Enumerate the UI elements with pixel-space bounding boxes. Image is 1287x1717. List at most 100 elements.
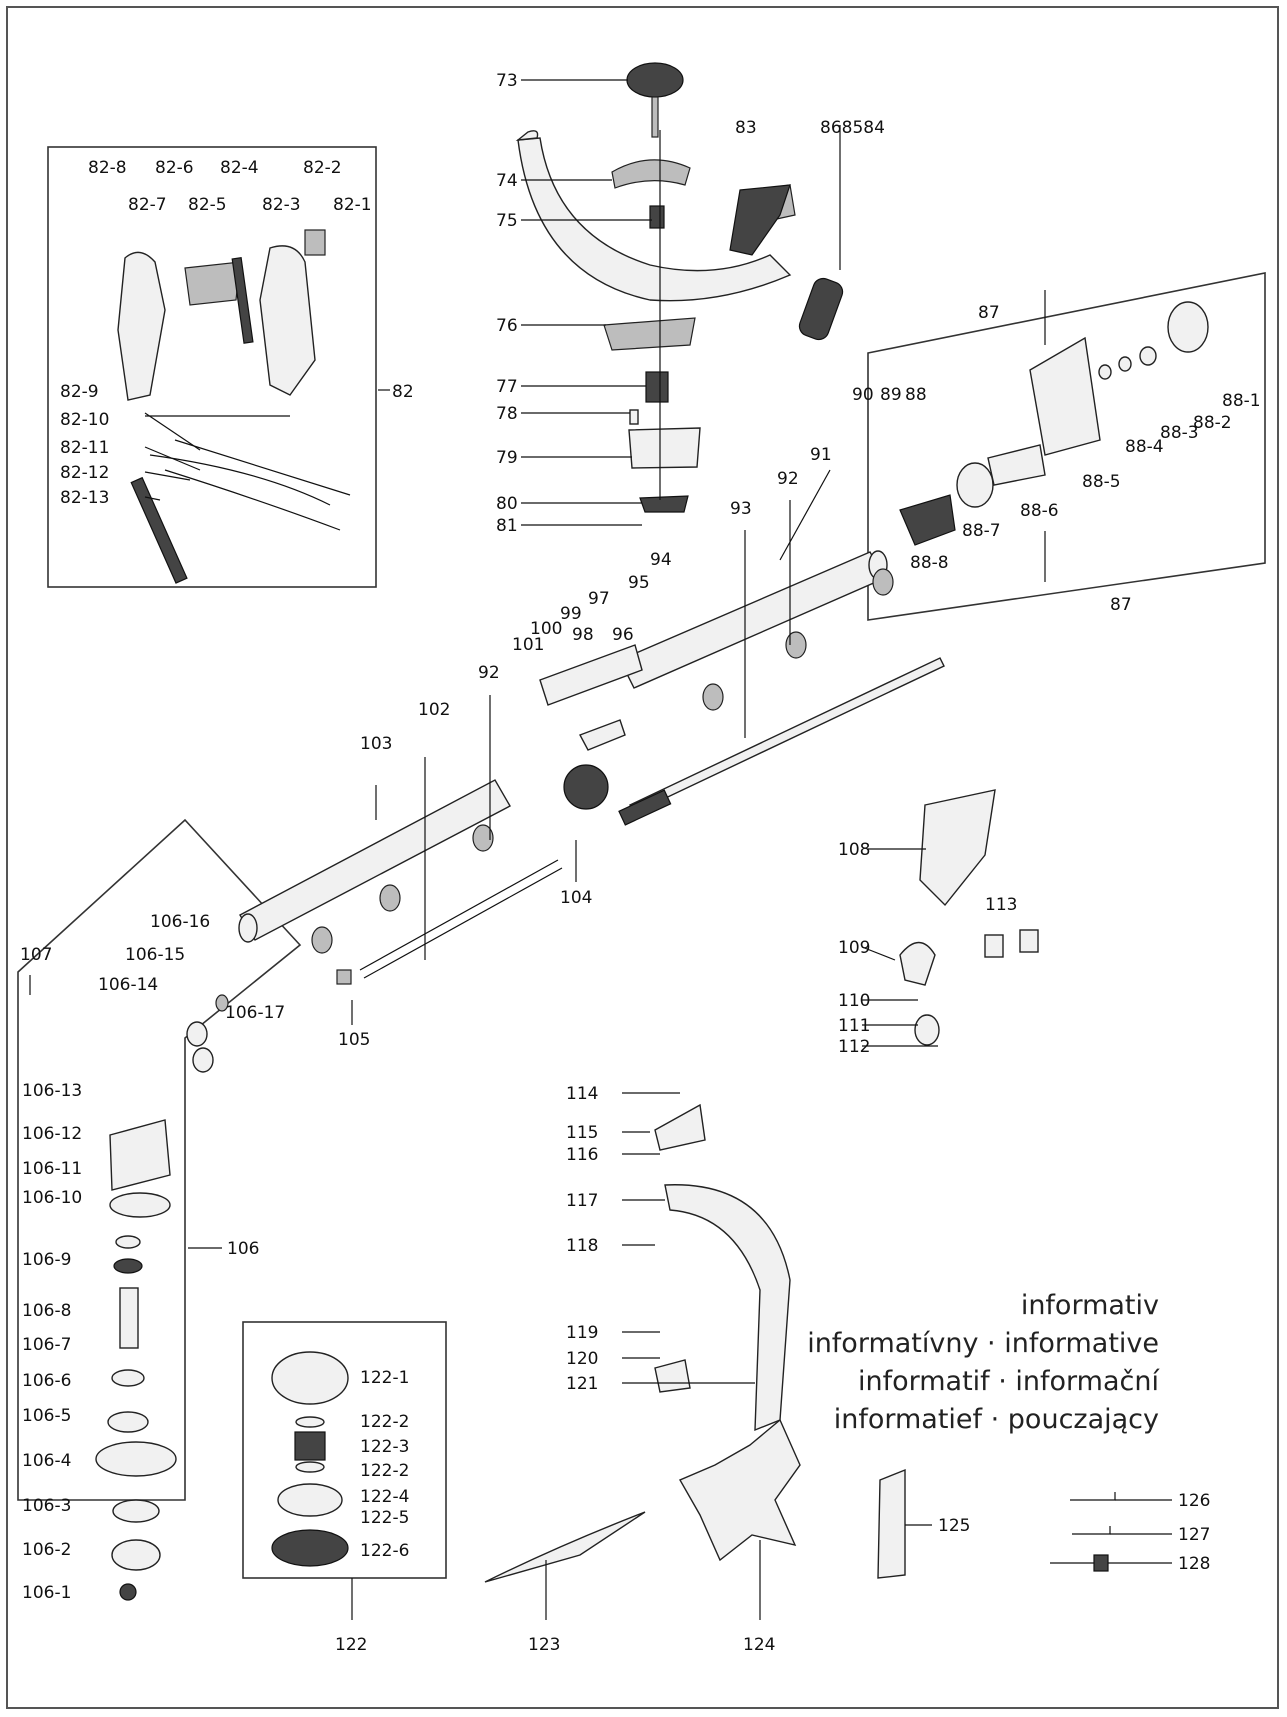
label-74: 74 — [496, 171, 518, 191]
label-112: 112 — [838, 1037, 870, 1057]
label-126: 126 — [1178, 1491, 1210, 1511]
label-87-bottom: 87 — [1110, 595, 1132, 615]
label-77: 77 — [496, 377, 518, 397]
label-88-2: 88-2 — [1193, 413, 1232, 433]
label-88-6: 88-6 — [1020, 501, 1059, 521]
throttle-handle-83 — [729, 184, 791, 256]
label-76: 76 — [496, 316, 518, 336]
lower-shaft — [238, 779, 563, 985]
upper-shaft — [618, 550, 945, 826]
label-82-3: 82-3 — [262, 195, 301, 215]
label-82-7: 82-7 — [128, 195, 167, 215]
label-122-3: 122-3 — [360, 1437, 409, 1457]
label-122-6: 122-6 — [360, 1541, 409, 1561]
label-111: 111 — [838, 1016, 870, 1036]
label-115: 115 — [566, 1123, 598, 1143]
gearhead-88 — [899, 301, 1209, 546]
label-104: 104 — [560, 888, 592, 908]
label-80: 80 — [496, 494, 518, 514]
label-92-lower: 92 — [478, 663, 500, 683]
label-106-17: 106-17 — [225, 1003, 285, 1023]
label-117: 117 — [566, 1191, 598, 1211]
trimmer-head-122 — [271, 1351, 349, 1567]
label-122-5: 122-5 — [360, 1508, 409, 1528]
part-labels: 73 74 75 76 77 78 79 80 81 83 868584 82-… — [20, 71, 1261, 1655]
leader-lines — [29, 79, 1172, 1620]
label-113: 113 — [985, 895, 1017, 915]
label-107: 107 — [20, 945, 52, 965]
label-106-12: 106-12 — [22, 1124, 82, 1144]
harness-108-113 — [899, 789, 1039, 1046]
blade-123 — [484, 1511, 646, 1583]
label-88: 88 — [905, 385, 927, 405]
label-125: 125 — [938, 1516, 970, 1536]
label-82-12: 82-12 — [60, 463, 109, 483]
gearhead-106 — [95, 994, 229, 1601]
label-106-7: 106-7 — [22, 1335, 71, 1355]
label-120: 120 — [566, 1349, 598, 1369]
label-127: 127 — [1178, 1525, 1210, 1545]
label-118: 118 — [566, 1236, 598, 1256]
assembly-box-82 — [47, 146, 377, 588]
label-87-top: 87 — [978, 303, 1000, 323]
label-105: 105 — [338, 1030, 370, 1050]
diagram-frame — [6, 6, 1279, 1709]
label-98: 98 — [572, 625, 594, 645]
label-95: 95 — [628, 573, 650, 593]
note-line-3: informatif · informační — [857, 1366, 1159, 1397]
label-94: 94 — [650, 550, 672, 570]
label-88-3: 88-3 — [1160, 423, 1199, 443]
label-93: 93 — [730, 499, 752, 519]
label-88-1: 88-1 — [1222, 391, 1261, 411]
assembly-box-106 — [17, 818, 302, 1501]
label-99: 99 — [560, 604, 582, 624]
label-108: 108 — [838, 840, 870, 860]
label-102: 102 — [418, 700, 450, 720]
label-106-15: 106-15 — [125, 945, 185, 965]
label-78: 78 — [496, 404, 518, 424]
handle-assembly-82 — [117, 229, 351, 584]
label-123: 123 — [528, 1635, 560, 1655]
label-106-8: 106-8 — [22, 1301, 71, 1321]
assembly-box-122 — [242, 1321, 447, 1579]
label-109: 109 — [838, 938, 870, 958]
label-88-5: 88-5 — [1082, 472, 1121, 492]
label-114: 114 — [566, 1084, 598, 1104]
label-82-9: 82-9 — [60, 382, 99, 402]
label-82-10: 82-10 — [60, 410, 109, 430]
label-90: 90 — [852, 385, 874, 405]
label-122-4: 122-4 — [360, 1487, 409, 1507]
label-88-4: 88-4 — [1125, 437, 1164, 457]
guard-114-121 — [654, 1103, 791, 1432]
label-81: 81 — [496, 516, 518, 536]
label-106-4: 106-4 — [22, 1451, 71, 1471]
label-122-1: 122-1 — [360, 1368, 409, 1388]
label-82-1: 82-1 — [333, 195, 372, 215]
label-82-13: 82-13 — [60, 488, 109, 508]
note-line-4: informatief · pouczający — [833, 1404, 1159, 1435]
label-79: 79 — [496, 448, 518, 468]
note-line-1: informativ — [1020, 1290, 1159, 1321]
clamp-96-104 — [539, 644, 643, 810]
clamp-stack — [603, 62, 701, 513]
label-83: 83 — [735, 118, 757, 138]
label-75: 75 — [496, 211, 518, 231]
label-73: 73 — [496, 71, 518, 91]
label-868584: 868584 — [820, 118, 885, 138]
label-82-5: 82-5 — [188, 195, 227, 215]
label-106-2: 106-2 — [22, 1540, 71, 1560]
label-122-2-b: 122-2 — [360, 1461, 409, 1481]
label-128: 128 — [1178, 1554, 1210, 1574]
label-106-1: 106-1 — [22, 1583, 71, 1603]
label-82-6: 82-6 — [155, 158, 194, 178]
label-92-upper: 92 — [777, 469, 799, 489]
label-106-14: 106-14 — [98, 975, 158, 995]
note-line-2: informatívny · informative — [807, 1328, 1159, 1359]
assembly-box-88 — [867, 272, 1266, 621]
label-96: 96 — [612, 625, 634, 645]
label-106-5: 106-5 — [22, 1406, 71, 1426]
label-88-7: 88-7 — [962, 521, 1001, 541]
label-116: 116 — [566, 1145, 598, 1165]
label-106-13: 106-13 — [22, 1081, 82, 1101]
